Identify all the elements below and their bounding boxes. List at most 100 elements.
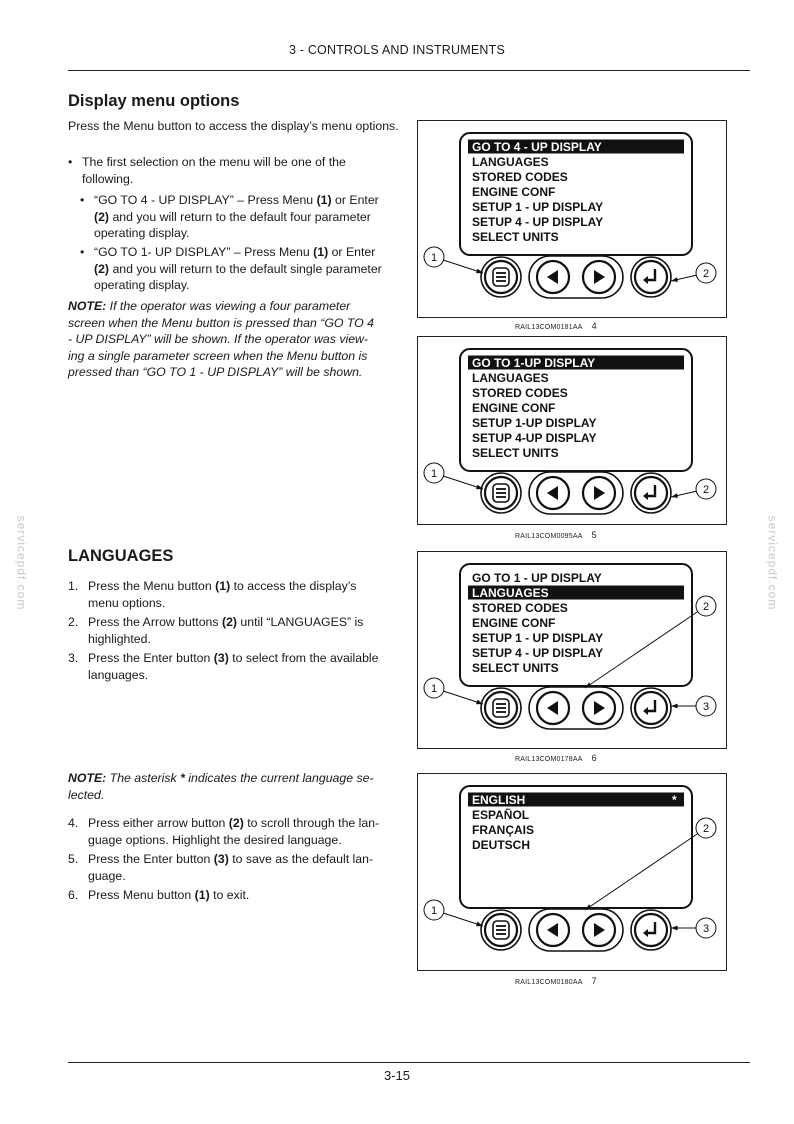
header-rule xyxy=(68,70,750,71)
menu-item: SETUP 1-UP DISPLAY xyxy=(472,416,597,430)
enter-button-ring xyxy=(630,256,672,298)
step-line: menu options. xyxy=(88,595,166,610)
right-arrow-icon xyxy=(594,923,605,937)
enter-button-ring xyxy=(630,687,672,729)
menu-item: STORED CODES xyxy=(472,386,568,400)
menu-icon xyxy=(492,267,510,287)
enter-icon-arrowhead xyxy=(643,276,648,284)
callout-circle xyxy=(695,595,717,617)
menu-button-ring xyxy=(480,472,522,514)
note-line: - UP DISPLAY” will be shown. If the oper… xyxy=(68,332,369,346)
bullet-first-selection: • The first selection on the menu will b… xyxy=(68,154,404,194)
note-line: The asterisk * indicates the current lan… xyxy=(106,771,374,785)
display-menu-note: NOTE: If the operator was viewing a four… xyxy=(68,298,404,381)
note-line: If the operator was viewing a four param… xyxy=(106,299,351,313)
languages-note: NOTE: The asterisk * indicates the curre… xyxy=(68,770,404,803)
callout-label: 1 xyxy=(431,683,437,695)
menu-item: SELECT UNITS xyxy=(472,230,559,244)
menu-item: SETUP 1 - UP DISPLAY xyxy=(472,631,603,645)
enter-button xyxy=(633,912,669,948)
left-arrow-icon xyxy=(547,486,558,500)
sub-bullet-go-to-4: • “GO TO 4 - UP DISPLAY” – Press Menu (1… xyxy=(80,192,404,242)
menu-item: LANGUAGES xyxy=(472,155,549,169)
text-line: operating display. xyxy=(94,278,190,292)
step-line: guage. xyxy=(88,868,126,883)
callout-circle xyxy=(695,478,717,500)
callout-arrowhead xyxy=(476,699,483,705)
arrow-buttons-frame xyxy=(528,471,624,515)
arrow-buttons-frame xyxy=(528,686,624,730)
menu-item: LANGUAGES xyxy=(472,586,549,600)
sub-bullet-text: “GO TO 1- UP DISPLAY” – Press Menu (1) o… xyxy=(94,244,404,294)
display-menu-intro: Press the Menu button to access the disp… xyxy=(68,119,399,133)
step-number: 3. xyxy=(68,651,79,665)
menu-item: SETUP 1 - UP DISPLAY xyxy=(472,200,603,214)
step-number: 2. xyxy=(68,615,79,629)
step-number: 5. xyxy=(68,852,79,866)
menu-icon xyxy=(492,698,510,718)
text-line: “GO TO 4 - UP DISPLAY” – Press Menu (1) … xyxy=(94,193,379,207)
callout-arrowhead xyxy=(585,904,592,910)
right-arrow-icon xyxy=(594,270,605,284)
menu-button xyxy=(483,475,519,511)
arrow-buttons-frame xyxy=(528,908,624,952)
text-line: (2) and you will return to the default f… xyxy=(94,209,371,224)
callout-arrowhead xyxy=(476,484,483,490)
menu-item: FRANÇAIS xyxy=(472,823,534,837)
enter-icon-arrowhead xyxy=(643,492,648,500)
step-line: highlighted. xyxy=(88,631,151,646)
menu-item: ENGLISH xyxy=(472,793,525,807)
note-line: ing a single parameter screen when the M… xyxy=(68,348,368,363)
callout-label: 3 xyxy=(703,701,709,713)
display-screen xyxy=(459,132,693,256)
callout-circle xyxy=(423,462,445,484)
callout-circle xyxy=(695,917,717,939)
callout-circle xyxy=(695,262,717,284)
numbered-step: 4.Press either arrow button (2) to scrol… xyxy=(68,815,404,848)
numbered-step: 1.Press the Menu button (1) to access th… xyxy=(68,578,404,611)
left-arrow-button xyxy=(535,475,571,511)
bullet-line: The first selection on the menu will be … xyxy=(82,155,346,169)
text-line: (2) and you will return to the default s… xyxy=(94,261,382,276)
enter-icon xyxy=(646,485,657,498)
watermark-left: servicepdf.com xyxy=(14,515,29,611)
sub-bullet-go-to-1: • “GO TO 1- UP DISPLAY” – Press Menu (1)… xyxy=(80,244,404,294)
menu-button xyxy=(483,259,519,295)
note-line: lected. xyxy=(68,787,105,802)
step-line: Press the Arrow buttons (2) until “LANGU… xyxy=(88,615,364,629)
bullet-dot: • xyxy=(80,245,85,259)
running-head: 3 - CONTROLS AND INSTRUMENTS xyxy=(288,43,506,57)
menu-item: GO TO 1 - UP DISPLAY xyxy=(472,571,602,585)
callout-label: 1 xyxy=(431,468,437,480)
callout-arrowhead xyxy=(476,268,483,274)
step-line: Press Menu button (1) to exit. xyxy=(88,888,250,902)
callout-label: 1 xyxy=(431,905,437,917)
section-heading-languages: LANGUAGES xyxy=(68,547,174,565)
menu-icon xyxy=(492,920,510,940)
callout-arrowhead xyxy=(476,921,483,927)
callout-label: 1 xyxy=(431,252,437,264)
callout-label: 2 xyxy=(703,484,709,496)
menu-button-ring xyxy=(480,256,522,298)
numbered-step: 6. Press Menu button (1) to exit. xyxy=(68,887,404,904)
right-arrow-button xyxy=(581,690,617,726)
current-language-asterisk: * xyxy=(672,793,677,807)
menu-icon xyxy=(492,483,510,503)
step-number: 6. xyxy=(68,888,79,902)
text-line: operating display. xyxy=(94,226,190,240)
left-arrow-button xyxy=(535,912,571,948)
menu-item: SELECT UNITS xyxy=(472,446,559,460)
step-number: 4. xyxy=(68,816,79,830)
menu-item: SETUP 4-UP DISPLAY xyxy=(472,431,597,445)
menu-item: STORED CODES xyxy=(472,170,568,184)
enter-icon xyxy=(646,700,657,713)
menu-button xyxy=(483,912,519,948)
menu-item: ENGINE CONF xyxy=(472,616,555,630)
step-line: languages. xyxy=(88,667,149,682)
